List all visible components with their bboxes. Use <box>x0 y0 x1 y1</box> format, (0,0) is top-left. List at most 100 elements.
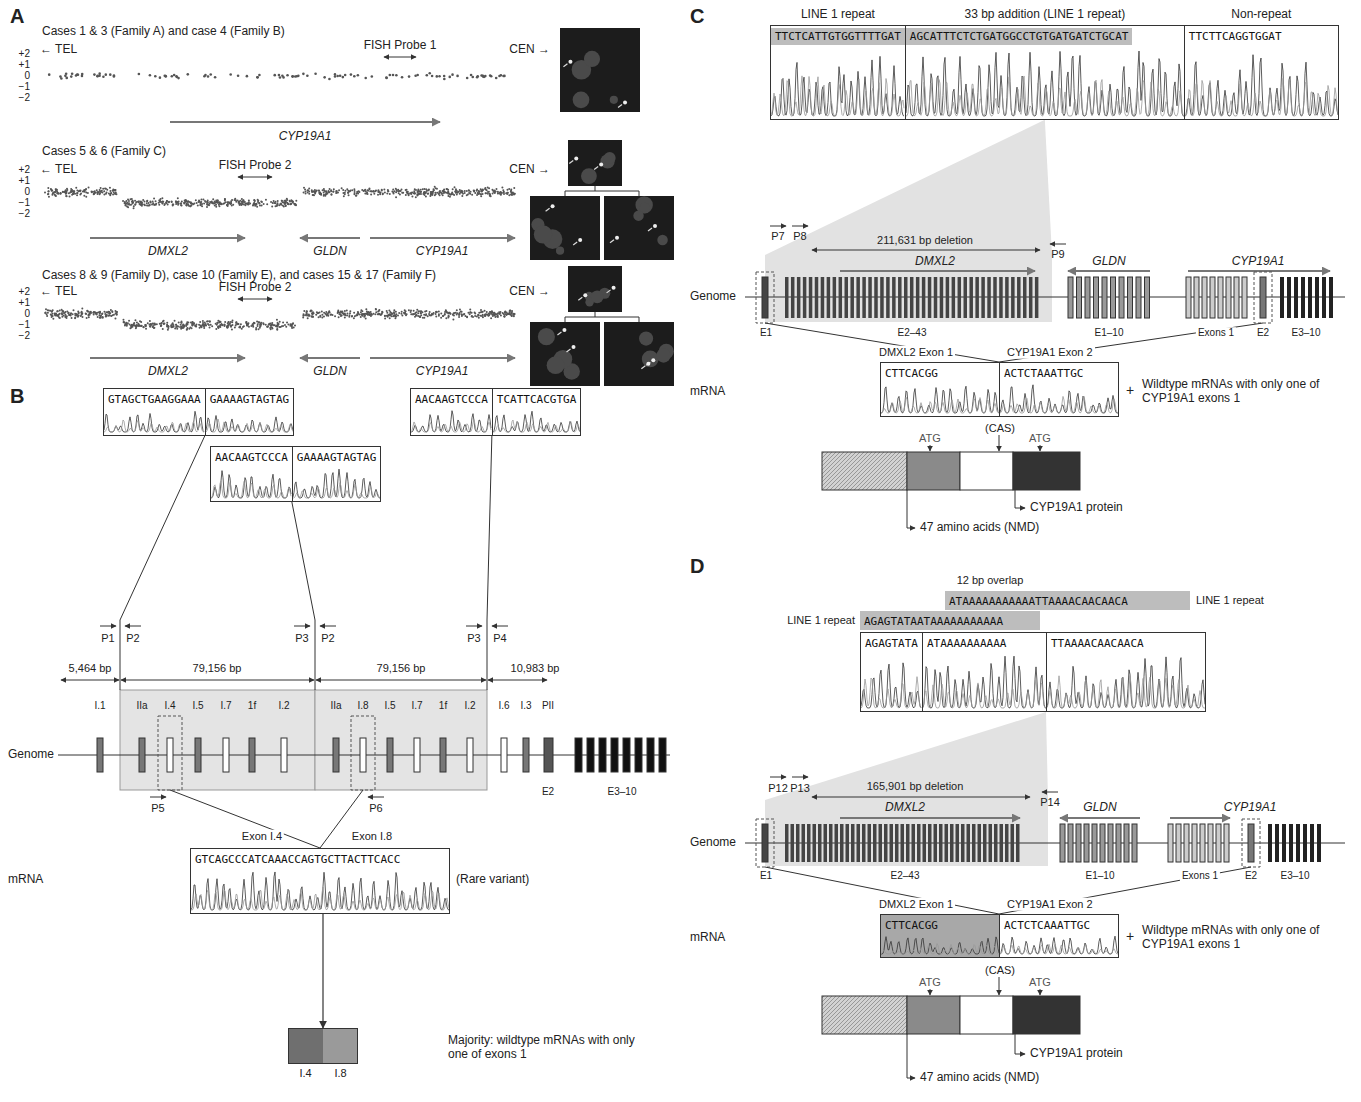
probe-dot <box>498 311 500 313</box>
probe-dot <box>452 314 454 316</box>
probe-dot <box>496 315 498 317</box>
probe-dot <box>218 205 220 207</box>
probe-dot <box>230 321 232 323</box>
probe-dot <box>347 192 349 194</box>
probe-dot <box>175 324 177 326</box>
probe-dot <box>268 323 270 325</box>
probe-dot <box>425 192 427 194</box>
probe-dot <box>128 320 130 322</box>
probe-dot <box>371 314 373 316</box>
probe-dot <box>134 203 136 205</box>
probe-dot <box>193 323 195 325</box>
probe-dot <box>308 315 310 317</box>
dimension-line <box>488 680 547 681</box>
probe-dot <box>109 312 111 314</box>
probe-dot <box>64 314 66 316</box>
probe-dot <box>265 324 267 326</box>
probe-dot <box>387 316 389 318</box>
probe-dot <box>511 315 513 317</box>
probe-dot <box>371 191 373 193</box>
probe-dot <box>113 314 115 316</box>
probe-dot <box>349 312 351 314</box>
probe-dot <box>487 315 489 317</box>
fish-nucleus <box>573 91 590 108</box>
probe-dot <box>307 189 309 191</box>
probe-dot <box>319 312 321 314</box>
probe-dot <box>79 190 81 192</box>
probe-dot <box>303 187 305 189</box>
probe-dot <box>51 316 53 318</box>
probe-dot <box>425 196 427 198</box>
exon-box <box>523 738 529 772</box>
probe-dot <box>270 324 272 326</box>
probe-dot <box>440 313 442 315</box>
probe-dot <box>57 310 59 312</box>
probe-dot <box>318 316 320 318</box>
dimension-line <box>121 680 314 681</box>
probe-dot <box>316 189 318 191</box>
probe-dot <box>134 204 136 206</box>
probe-dot <box>198 201 200 203</box>
probe-dot <box>160 325 162 327</box>
probe-dot <box>47 193 49 195</box>
probe-arrow <box>238 177 272 178</box>
probe-dot <box>210 324 212 326</box>
probe-dot <box>487 193 489 195</box>
probe-dot <box>162 328 164 330</box>
exon-box <box>467 738 473 772</box>
probe-dot <box>103 311 105 313</box>
probe-dot <box>401 314 403 316</box>
probe-dot <box>420 191 422 193</box>
probe-dot <box>473 190 475 192</box>
probe-dot <box>100 314 102 316</box>
probe-dot <box>96 75 99 78</box>
probe-dot <box>65 72 68 75</box>
probe-dot <box>375 311 377 313</box>
fish-signal <box>646 362 650 366</box>
exon-highlight <box>351 716 375 790</box>
probe-dot <box>232 324 234 326</box>
probe-dot <box>461 195 463 197</box>
probe-dot <box>490 317 492 319</box>
probe-dot <box>131 324 133 326</box>
fish-pointer <box>648 228 652 231</box>
probe-dot <box>387 190 389 192</box>
probe-dot <box>392 312 394 314</box>
probe-dot <box>61 309 63 311</box>
probe-dot <box>344 314 346 316</box>
probe-dot <box>378 313 380 315</box>
probe-dot <box>163 320 165 322</box>
probe-dot <box>471 315 473 317</box>
probe-dot <box>513 313 515 315</box>
probe-dot <box>381 312 383 314</box>
probe-dot <box>308 188 310 190</box>
probe-dot <box>422 317 424 319</box>
probe-dot <box>52 192 54 194</box>
probe-dot <box>347 192 349 194</box>
probe-dot <box>358 314 360 316</box>
exon-box <box>223 738 229 772</box>
probe-dot <box>313 194 315 196</box>
probe-dot <box>177 325 179 327</box>
probe-dot <box>274 202 276 204</box>
probe-dot <box>172 326 174 328</box>
fish-signal <box>551 204 555 208</box>
probe-dot <box>285 205 287 207</box>
probe-dot <box>135 325 137 327</box>
probe-dot <box>478 314 480 316</box>
probe-dot <box>500 315 502 317</box>
probe-dot <box>153 197 155 199</box>
probe-dot <box>66 188 68 190</box>
probe-dot <box>100 187 102 189</box>
probe-dot <box>229 73 232 76</box>
probe-dot <box>387 190 389 192</box>
probe-dot <box>195 199 197 201</box>
probe-dot <box>105 188 107 190</box>
probe-dot <box>284 202 286 204</box>
probe-dot <box>215 323 217 325</box>
probe-dot <box>420 312 422 314</box>
probe-arrow <box>238 299 272 300</box>
probe-dot <box>476 75 479 78</box>
probe-dot <box>503 193 505 195</box>
probe-dot <box>430 314 432 316</box>
